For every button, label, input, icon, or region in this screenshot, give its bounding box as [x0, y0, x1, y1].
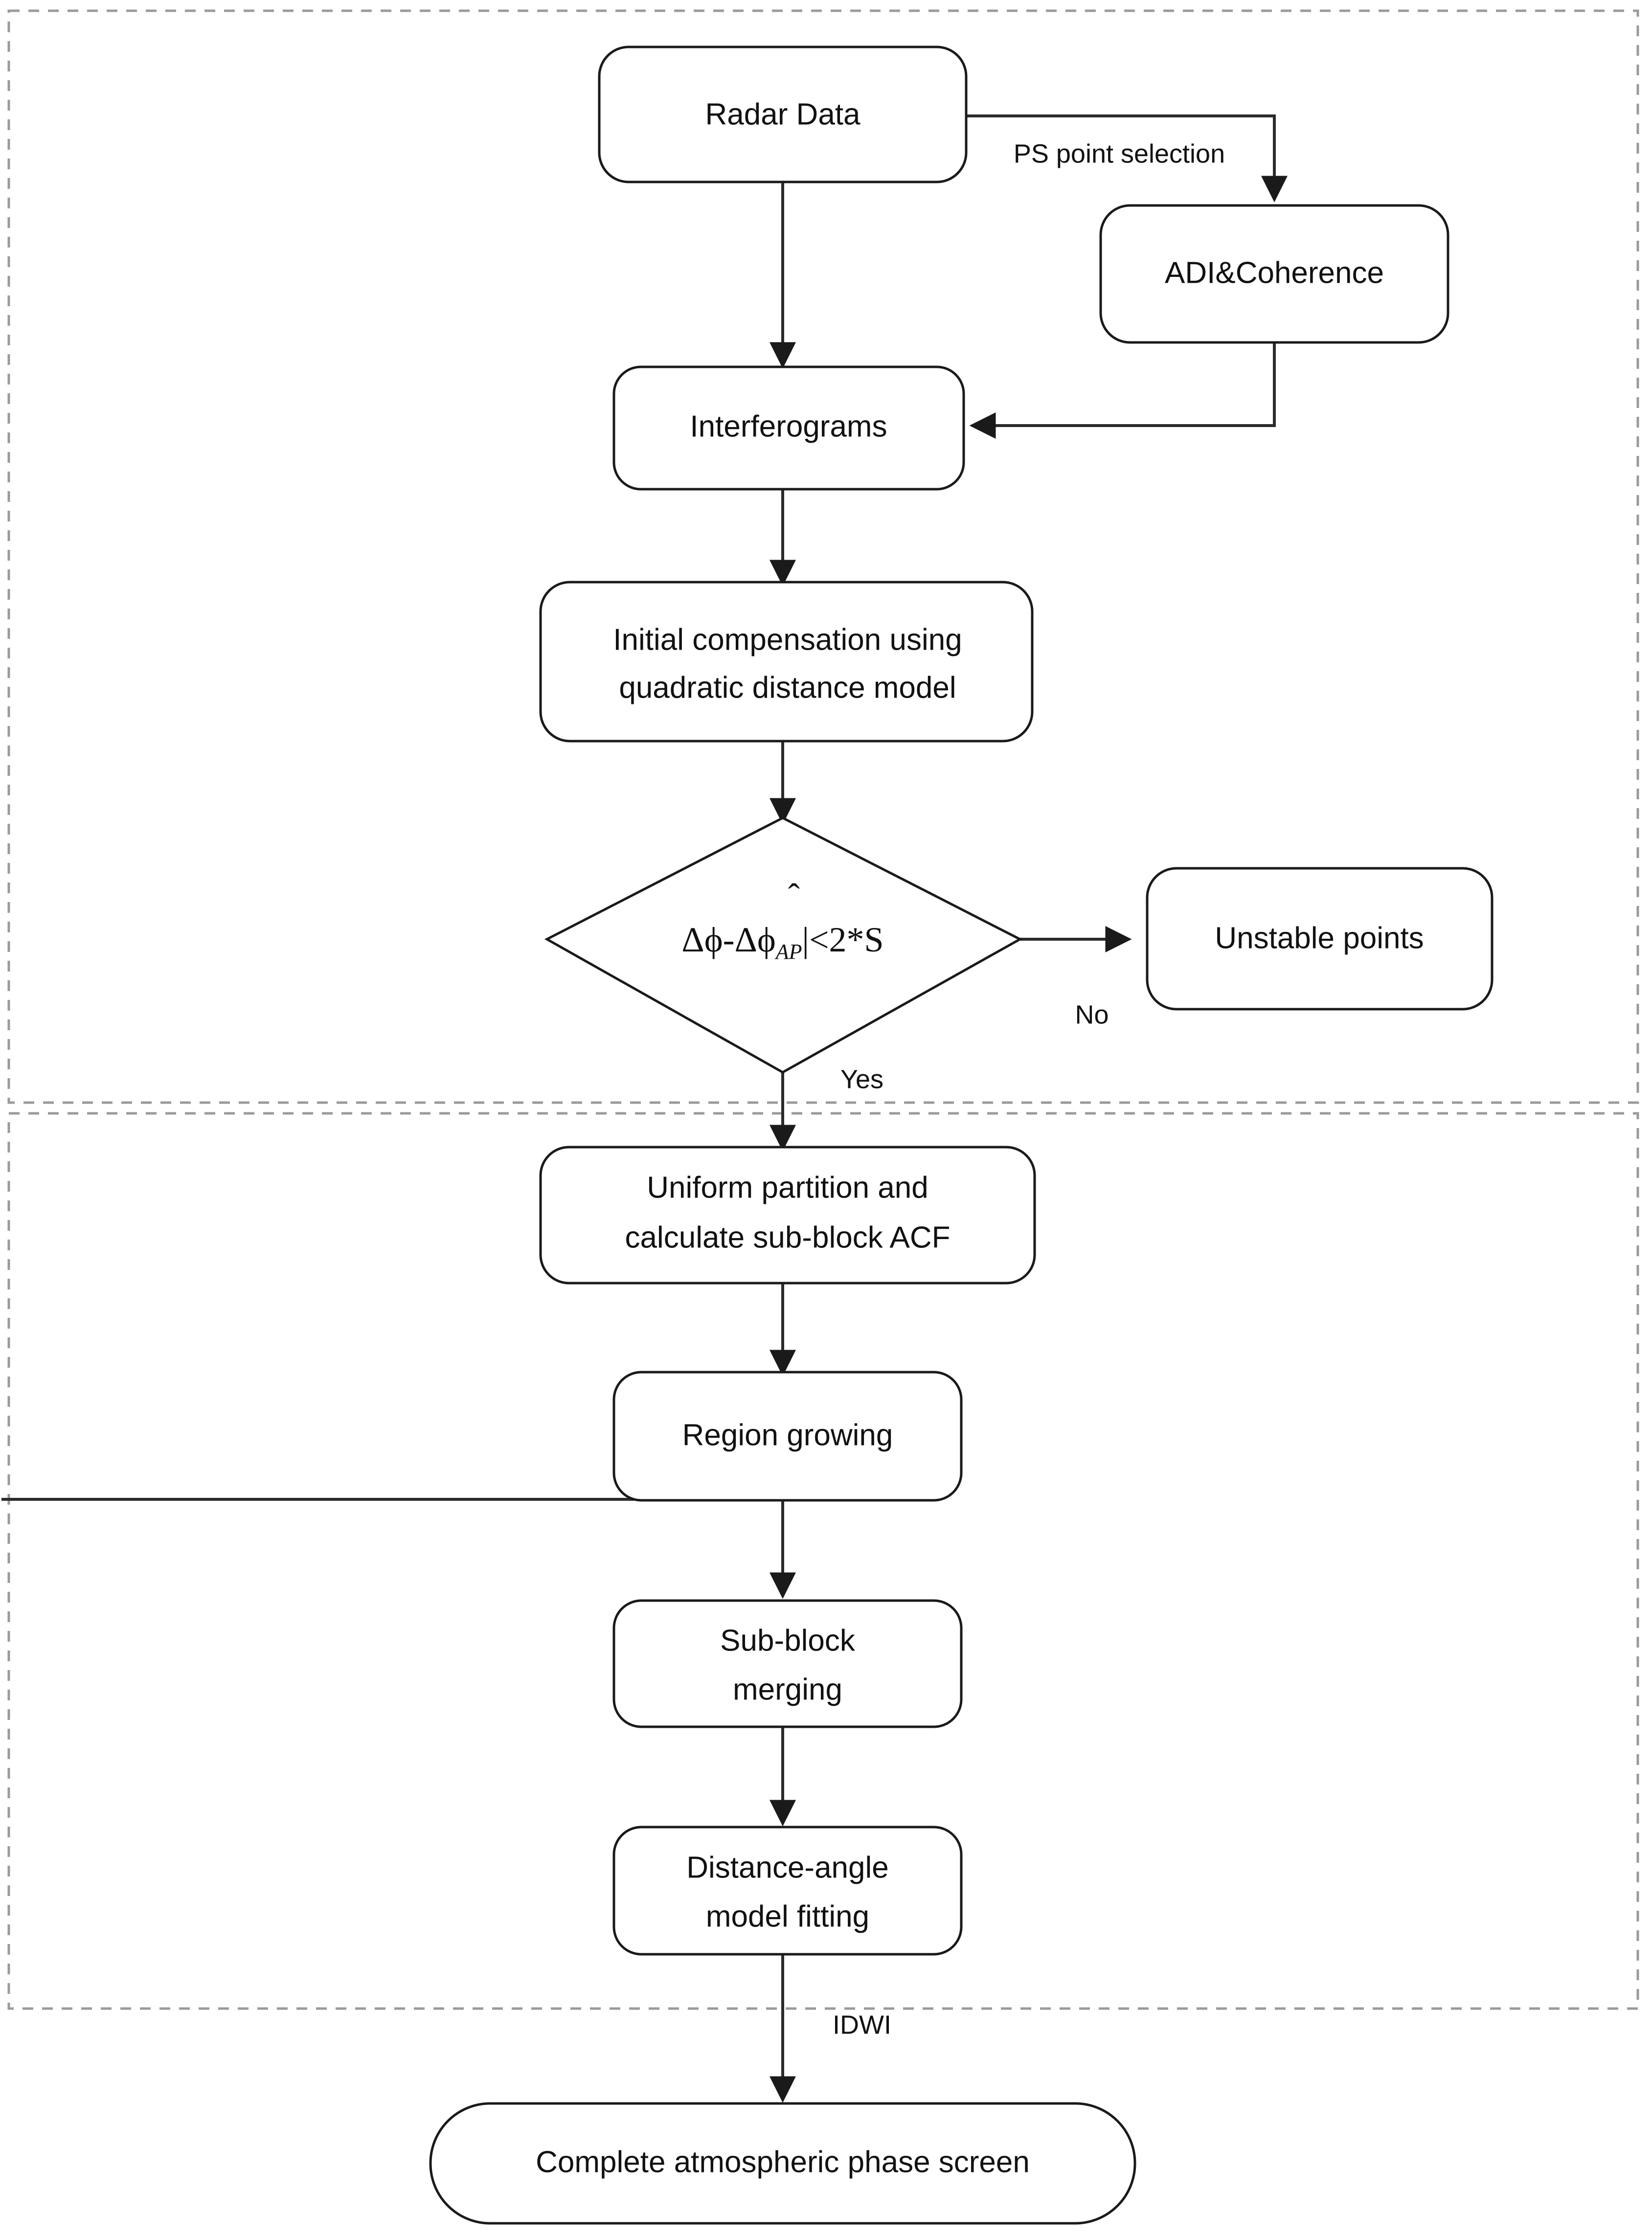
edge-label-idwi: IDWI	[833, 2010, 891, 2039]
node-adi-coherence-label: ADI&Coherence	[1165, 256, 1384, 290]
node-sub-block-merging-line2: merging	[733, 1672, 842, 1706]
edge-adi-to-interferograms	[969, 342, 1276, 439]
node-region-growing[interactable]	[612, 1371, 963, 1502]
node-sub-block-merging-line1: Sub-block	[720, 1624, 856, 1657]
node-radar-data-label: Radar Data	[705, 97, 860, 131]
node-unstable-points[interactable]	[1146, 867, 1494, 1011]
edge-label-no: No	[1075, 1000, 1109, 1029]
node-initial-compensation[interactable]	[539, 581, 1034, 743]
edge-radar-to-adi	[966, 114, 1288, 203]
node-distance-angle-fitting-line2: model fitting	[706, 1899, 869, 1933]
node-unstable-points-label: Unstable points	[1215, 921, 1424, 955]
group-box-lower	[7, 1112, 1639, 2010]
formula-subscript: AP	[774, 940, 802, 964]
node-complete-aps-label: Complete atmospheric phase screen	[536, 2145, 1030, 2179]
group-box-upper	[7, 9, 1639, 1104]
node-uniform-partition-line1: Uniform partition and	[647, 1171, 928, 1204]
formula-tail: |<2*S	[802, 920, 884, 959]
node-decision-formula: Δϕ-ΔϕAP|<2*S	[681, 920, 883, 964]
node-initial-compensation-line1: Initial compensation using	[613, 623, 962, 656]
formula-lead: Δϕ-Δϕ	[681, 920, 775, 959]
edge-label-ps-point-selection: PS point selection	[1014, 139, 1225, 168]
node-uniform-partition-line2: calculate sub-block ACF	[625, 1220, 950, 1254]
node-decision-diamond[interactable]	[544, 816, 1023, 1074]
node-distance-angle-fitting-line1: Distance-angle	[686, 1851, 889, 1884]
node-region-growing-label: Region growing	[682, 1418, 893, 1452]
node-initial-compensation-line2: quadratic distance model	[619, 671, 956, 704]
edge-region-to-merging	[1, 1498, 783, 1592]
node-radar-data[interactable]	[598, 45, 968, 183]
node-distance-angle-fitting[interactable]	[612, 1826, 963, 1956]
edge-label-yes: Yes	[840, 1064, 883, 1094]
node-uniform-partition[interactable]	[539, 1146, 1036, 1285]
formula-hat-accent: ˆ	[788, 877, 800, 916]
node-complete-aps[interactable]	[429, 2102, 1136, 2225]
node-adi-coherence[interactable]	[1099, 204, 1449, 344]
node-interferograms-label: Interferograms	[690, 409, 887, 443]
node-interferograms[interactable]	[612, 365, 965, 491]
node-sub-block-merging[interactable]	[612, 1599, 963, 1728]
